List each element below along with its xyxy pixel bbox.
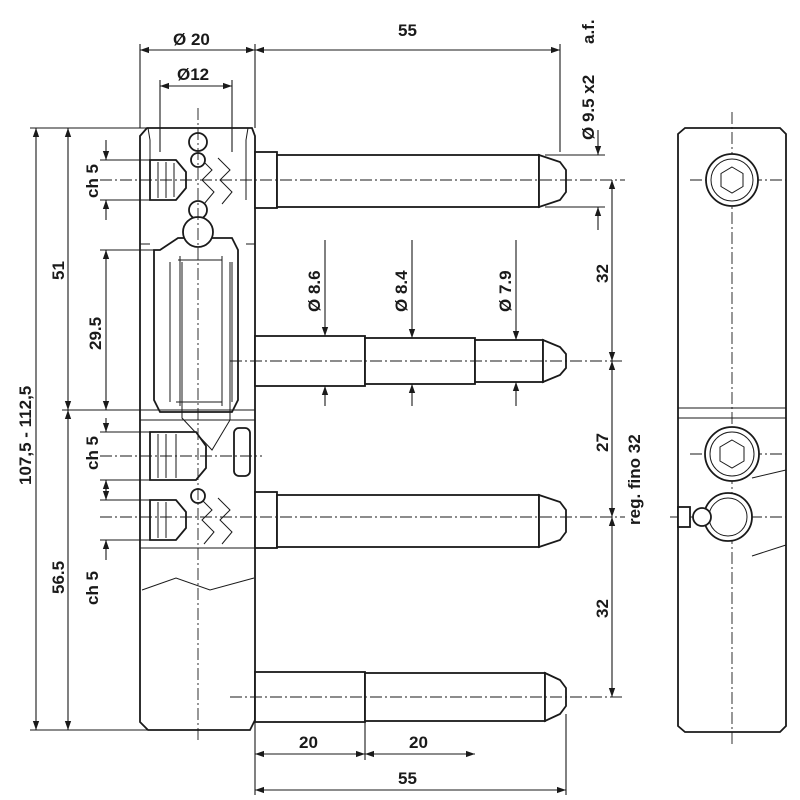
label-ch5-middle: ch 5 (83, 436, 102, 470)
label-height-29-5: 29.5 (86, 317, 105, 350)
label-af: a.f. (579, 19, 598, 44)
label-diameter-20: Ø 20 (173, 30, 210, 49)
label-diameter-8-4: Ø 8.4 (392, 270, 411, 312)
label-height-51: 51 (49, 261, 68, 280)
label-spacing-32-upper: 32 (593, 264, 612, 283)
label-length-55-top: 55 (398, 21, 417, 40)
label-spacing-27: 27 (593, 433, 612, 452)
dimension-labels: Ø 20 Ø12 55 a.f. Ø 9.5 x2 ch 5 ch 5 ch 5… (16, 19, 644, 788)
label-pin-9-5: Ø 9.5 x2 (579, 75, 598, 140)
label-ch5-lower: ch 5 (83, 571, 102, 605)
pin-upper (276, 153, 567, 209)
front-view (139, 127, 278, 731)
label-diameter-12: Ø12 (177, 65, 209, 84)
label-spacing-32-lower: 32 (593, 599, 612, 618)
side-view (670, 112, 787, 745)
label-bottom-55: 55 (398, 769, 417, 788)
label-ch5-upper: ch 5 (83, 164, 102, 198)
label-diameter-8-6: Ø 8.6 (305, 270, 324, 312)
label-height-56-5: 56.5 (49, 561, 68, 594)
label-diameter-7-9: Ø 7.9 (496, 270, 515, 312)
pin-lower (276, 493, 567, 549)
label-bottom-20-right: 20 (409, 733, 428, 752)
dimension-lines (30, 44, 616, 795)
hex-socket-upper-icon (705, 153, 759, 207)
centerlines (100, 108, 625, 740)
middle-sleeve (153, 237, 239, 413)
hex-socket-lower-icon (704, 426, 760, 482)
label-total-height: 107,5 - 112,5 (16, 386, 35, 485)
label-adjustment-range: reg. fino 32 (625, 434, 644, 525)
label-bottom-20-left: 20 (299, 733, 318, 752)
